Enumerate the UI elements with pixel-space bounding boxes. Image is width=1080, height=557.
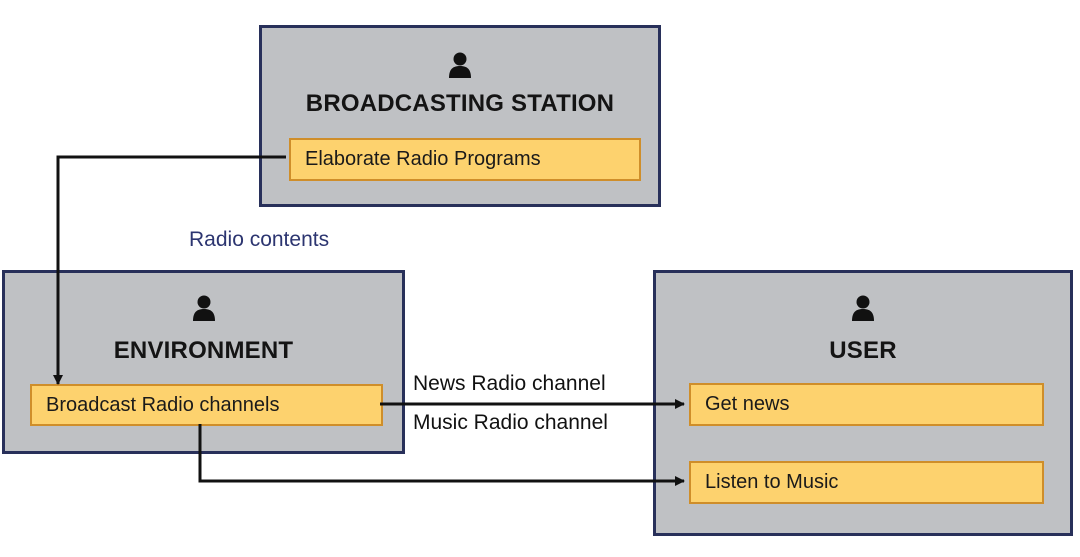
person-icon (449, 52, 471, 78)
arrow-to-listen-to-music (198, 424, 685, 486)
flow-label-news-radio-channel: News Radio channel (413, 372, 606, 395)
actor-user: USER Get news Listen to Music (653, 270, 1073, 536)
person-icon (852, 295, 874, 321)
arrow-radio-contents (53, 155, 286, 385)
task-listen-to-music: Listen to Music (689, 461, 1044, 504)
flow-label-radio-contents: Radio contents (189, 228, 330, 251)
flow-label-music-radio-channel: Music Radio channel (413, 411, 608, 434)
actor-environment: ENVIRONMENT Broadcast Radio channels (2, 270, 405, 454)
task-broadcast-radio-channels: Broadcast Radio channels (30, 384, 383, 426)
person-icon (192, 295, 215, 321)
actor-title-environment: ENVIRONMENT (113, 337, 294, 364)
task-get-news: Get news (689, 383, 1044, 426)
actor-title-broadcasting-station: BROADCASTING STATION (305, 90, 615, 117)
actor-title-user: USER (829, 337, 897, 364)
task-elaborate-radio-programs: Elaborate Radio Programs (289, 138, 641, 181)
actor-broadcasting-station: BROADCASTING STATION Elaborate Radio Pro… (259, 25, 661, 207)
